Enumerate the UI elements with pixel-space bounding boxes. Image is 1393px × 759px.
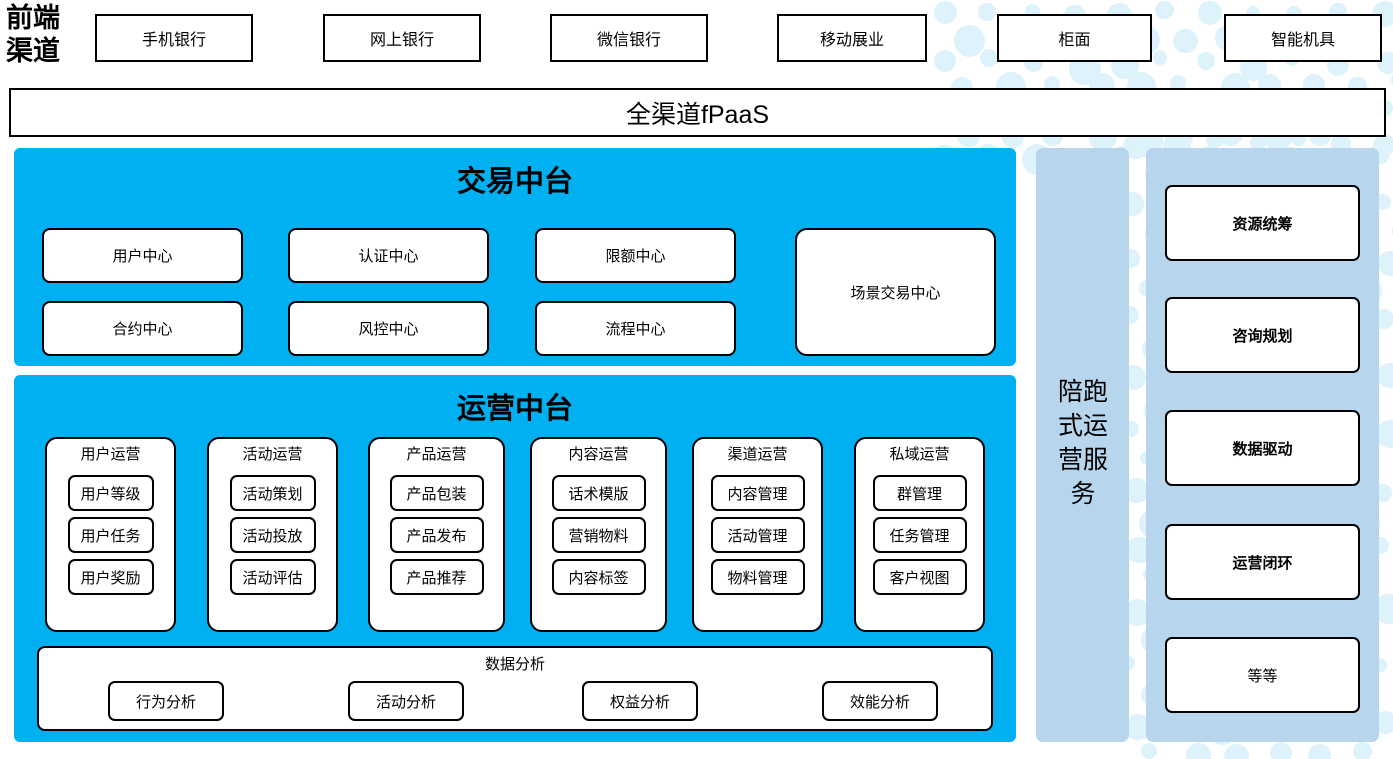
right-box-resource-coordination[interactable]: 资源统筹 <box>1165 185 1360 261</box>
ops-sub-box[interactable]: 客户视图 <box>872 559 967 595</box>
ops-center-title: 运营中台 <box>456 393 573 425</box>
trade-box-process-center[interactable]: 流程中心 <box>535 301 736 356</box>
data-analysis-box-activity[interactable]: 活动分析 <box>348 681 464 721</box>
ops-sub-box[interactable]: 群管理 <box>872 475 967 511</box>
channel-box-label: 移动展业 <box>819 32 884 49</box>
channel-box-label: 微信银行 <box>596 32 661 49</box>
trade-box-auth-center[interactable]: 认证中心 <box>288 228 489 283</box>
ops-sub-box[interactable]: 产品推荐 <box>389 559 484 595</box>
ops-sub-box[interactable]: 用户奖励 <box>67 559 154 595</box>
data-analysis-box-efficiency[interactable]: 效能分析 <box>822 681 938 721</box>
ops-column-title: 渠道运营 <box>727 446 788 463</box>
right-box-ops-closed-loop[interactable]: 运营闭环 <box>1165 524 1360 600</box>
channel-box-label: 柜面 <box>1058 32 1091 49</box>
ops-sub-box[interactable]: 物料管理 <box>710 559 805 595</box>
trade-box-label: 限额中心 <box>605 248 666 265</box>
trade-box-label: 流程中心 <box>605 321 666 338</box>
front-channel-label: 前端 渠道 <box>6 2 84 74</box>
ops-column-channel[interactable]: 渠道运营 内容管理 活动管理 物料管理 <box>692 437 823 632</box>
channel-box-wechat-bank[interactable]: 微信银行 <box>550 14 708 62</box>
data-analysis-title: 数据分析 <box>484 656 545 673</box>
ops-column-private-domain[interactable]: 私域运营 群管理 任务管理 客户视图 <box>854 437 985 632</box>
ops-sub-box[interactable]: 产品包装 <box>389 475 484 511</box>
channel-box-label: 手机银行 <box>141 32 206 49</box>
trade-box-contract-center[interactable]: 合约中心 <box>42 301 243 356</box>
channel-box-counter[interactable]: 柜面 <box>997 14 1152 62</box>
channel-box-label: 网上银行 <box>369 32 434 49</box>
ops-column-title: 用户运营 <box>80 446 141 463</box>
ops-sub-box[interactable]: 任务管理 <box>872 517 967 553</box>
channel-box-online-bank[interactable]: 网上银行 <box>323 14 481 62</box>
omnichannel-fpaas-bar[interactable]: 全渠道fPaaS <box>9 88 1386 137</box>
channel-box-smart-device[interactable]: 智能机具 <box>1224 14 1382 62</box>
trade-box-user-center[interactable]: 用户中心 <box>42 228 243 283</box>
right-box-consulting-planning[interactable]: 咨询规划 <box>1165 297 1360 373</box>
service-column-panel <box>1036 148 1129 742</box>
front-channel-label-line1: 前端 <box>6 3 60 33</box>
service-label-line3: 营服 <box>1057 446 1108 474</box>
ops-sub-box[interactable]: 话术模版 <box>551 475 646 511</box>
data-analysis-box-rights[interactable]: 权益分析 <box>582 681 698 721</box>
front-channel-label-line2: 渠道 <box>6 36 60 66</box>
ops-sub-box[interactable]: 活动策划 <box>229 475 316 511</box>
trade-box-label: 认证中心 <box>358 248 419 265</box>
ops-column-title: 活动运营 <box>242 446 303 463</box>
service-label-line2: 式运 <box>1057 412 1108 440</box>
omnichannel-fpaas-label: 全渠道fPaaS <box>625 100 770 129</box>
ops-sub-box[interactable]: 营销物料 <box>551 517 646 553</box>
ops-column-content[interactable]: 内容运营 话术模版 营销物料 内容标签 <box>530 437 667 632</box>
data-analysis-panel: 数据分析 行为分析 活动分析 权益分析 效能分析 <box>37 646 993 731</box>
ops-sub-box[interactable]: 用户等级 <box>67 475 154 511</box>
ops-column-user[interactable]: 用户运营 用户等级 用户任务 用户奖励 <box>45 437 176 632</box>
ops-sub-box[interactable]: 内容管理 <box>710 475 805 511</box>
ops-column-product[interactable]: 产品运营 产品包装 产品发布 产品推荐 <box>368 437 505 632</box>
ops-column-title: 内容运营 <box>568 446 629 463</box>
trade-box-label: 风控中心 <box>358 321 419 338</box>
ops-sub-box[interactable]: 用户任务 <box>67 517 154 553</box>
ops-sub-box[interactable]: 活动评估 <box>229 559 316 595</box>
trade-box-risk-center[interactable]: 风控中心 <box>288 301 489 356</box>
ops-column-title: 私域运营 <box>889 446 950 463</box>
ops-sub-box[interactable]: 内容标签 <box>551 559 646 595</box>
channel-box-mobile-bank[interactable]: 手机银行 <box>95 14 253 62</box>
trade-box-scene-center[interactable]: 场景交易中心 <box>795 228 996 356</box>
service-column-label: 陪跑 式运 营服 务 <box>1042 375 1124 511</box>
trade-box-limit-center[interactable]: 限额中心 <box>535 228 736 283</box>
right-box-etc[interactable]: 等等 <box>1165 637 1360 713</box>
ops-sub-box[interactable]: 活动管理 <box>710 517 805 553</box>
trade-box-label: 用户中心 <box>112 248 173 265</box>
service-label-line4: 务 <box>1070 480 1096 508</box>
right-box-data-driven[interactable]: 数据驱动 <box>1165 410 1360 486</box>
trade-box-label: 合约中心 <box>112 321 173 338</box>
channel-box-mobile-biz[interactable]: 移动展业 <box>777 14 927 62</box>
ops-sub-box[interactable]: 活动投放 <box>229 517 316 553</box>
trade-box-label: 场景交易中心 <box>850 284 941 302</box>
ops-sub-box[interactable]: 产品发布 <box>389 517 484 553</box>
ops-column-activity[interactable]: 活动运营 活动策划 活动投放 活动评估 <box>207 437 338 632</box>
ops-column-title: 产品运营 <box>406 446 467 463</box>
trade-center-title: 交易中台 <box>456 166 573 198</box>
channel-box-label: 智能机具 <box>1270 32 1335 49</box>
service-label-line1: 陪跑 <box>1057 378 1108 406</box>
data-analysis-box-behavior[interactable]: 行为分析 <box>108 681 224 721</box>
